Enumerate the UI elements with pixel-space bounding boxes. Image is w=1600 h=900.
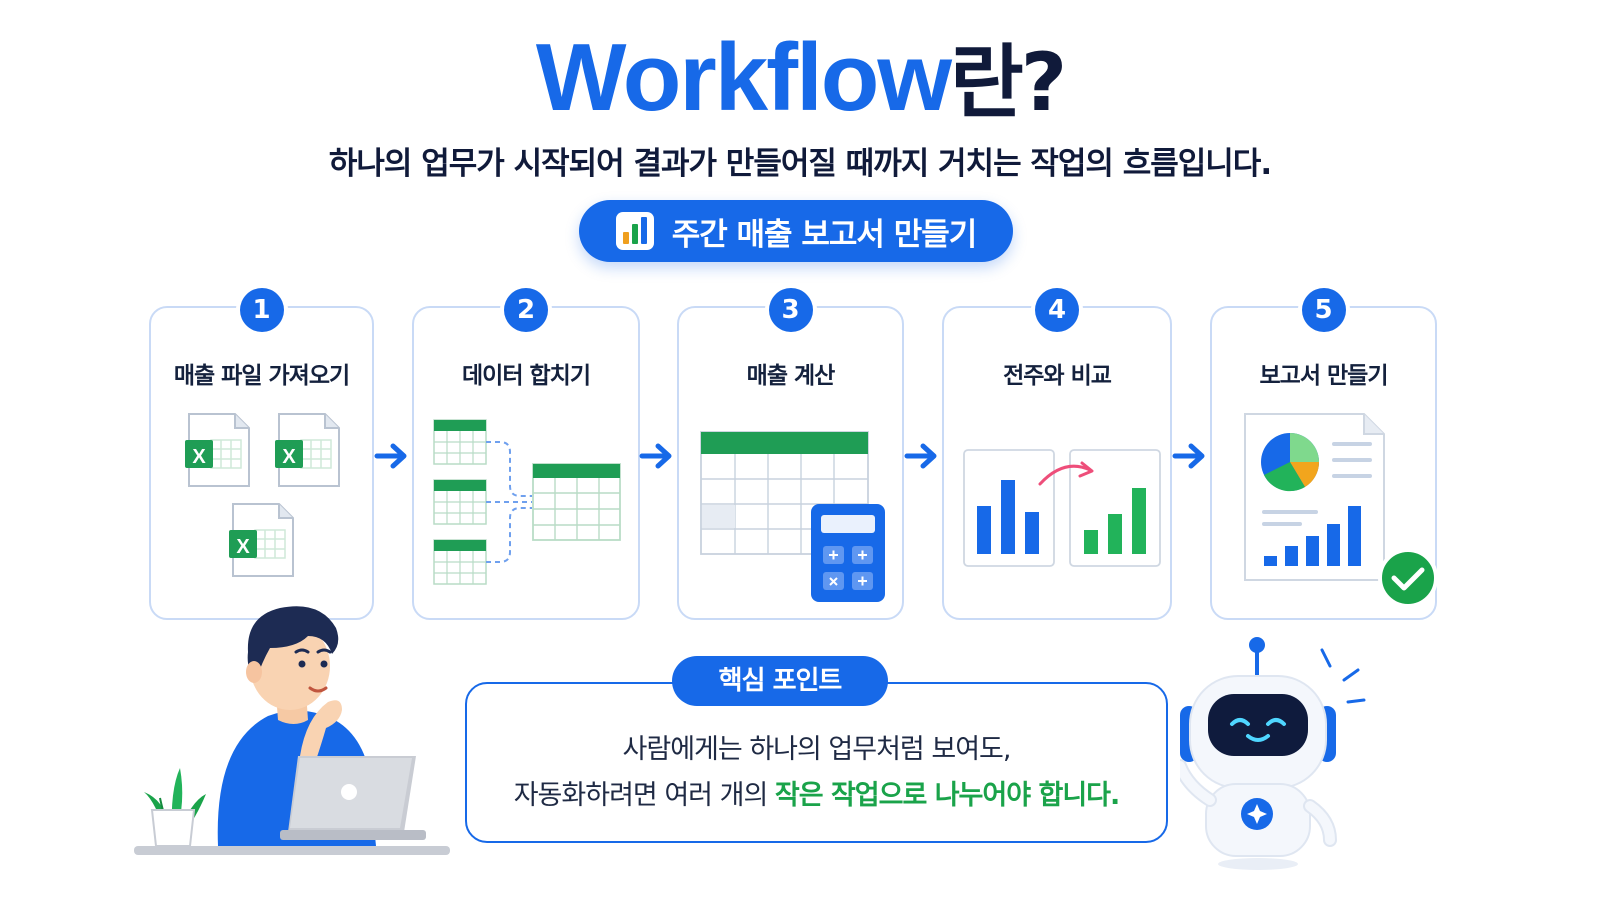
excel-letter-2: X: [282, 446, 296, 468]
excel-letter-1: X: [192, 446, 206, 468]
desk-icon: [134, 846, 450, 855]
thinking-person-illustration: [134, 606, 450, 855]
merge-tables-icon: [433, 419, 621, 585]
step-number-5: 5: [1301, 288, 1346, 332]
key-point-line-2-text: 자동화하려면 여러 개의: [513, 780, 775, 811]
step-card-1: 1 매출 파일 가져오기 X X X: [149, 288, 374, 620]
step-card-2: 2 데이터 합치기: [412, 288, 640, 620]
compare-charts-icon: [963, 449, 1161, 567]
spreadsheet-calculator-icon: [700, 431, 885, 602]
step-card-3: 3 매출 계산: [677, 288, 904, 620]
step-label-5: 보고서 만들기: [1259, 363, 1389, 389]
page-title: Workflow란?: [0, 27, 1600, 129]
step-label-2: 데이터 합치기: [462, 363, 591, 389]
step-number-2: 2: [504, 288, 548, 332]
step-number-1: 1: [239, 288, 284, 332]
title-workflow: Workflow: [535, 24, 952, 131]
step-number-4: 4: [1035, 288, 1079, 332]
step-label-3: 매출 계산: [746, 363, 836, 389]
title-suffix: 란?: [950, 36, 1067, 129]
step-card-5: 5 보고서 만들기: [1210, 288, 1438, 620]
plant-icon: [144, 768, 206, 847]
key-point-box: [465, 682, 1168, 843]
step-card-4: 4 전주와 비교: [942, 288, 1172, 620]
excel-letter-3: X: [236, 536, 250, 558]
key-point-title: 핵심 포인트: [672, 656, 888, 706]
arrow-right-icon: [374, 443, 407, 469]
arrow-right-icon: [904, 443, 937, 469]
key-point-line-1: 사람에게는 하나의 업무처럼 보여도,: [622, 734, 1012, 765]
example-title-pill: 주간 매출 보고서 만들기: [579, 200, 1013, 262]
key-point-highlight: 작은 작업으로 나누어야 합니다.: [774, 780, 1120, 811]
key-point-line-2: 자동화하려면 여러 개의 작은 작업으로 나누어야 합니다.: [465, 773, 1168, 812]
arrow-right-icon: [1172, 443, 1205, 469]
robot-mascot-illustration: [1180, 637, 1366, 870]
arrow-right-icon: [639, 443, 672, 469]
report-document-icon: [1244, 413, 1438, 608]
step-label-1: 매출 파일 가져오기: [173, 363, 350, 389]
step-label-4: 전주와 비교: [1003, 363, 1112, 389]
bar-chart-icon: [615, 212, 654, 250]
example-title-label: 주간 매출 보고서 만들기: [671, 216, 978, 253]
step-number-3: 3: [768, 288, 813, 332]
page-subtitle: 하나의 업무가 시작되어 결과가 만들어질 때까지 거치는 작업의 흐름입니다.: [328, 146, 1272, 182]
excel-files-icon: X X X: [184, 413, 340, 577]
